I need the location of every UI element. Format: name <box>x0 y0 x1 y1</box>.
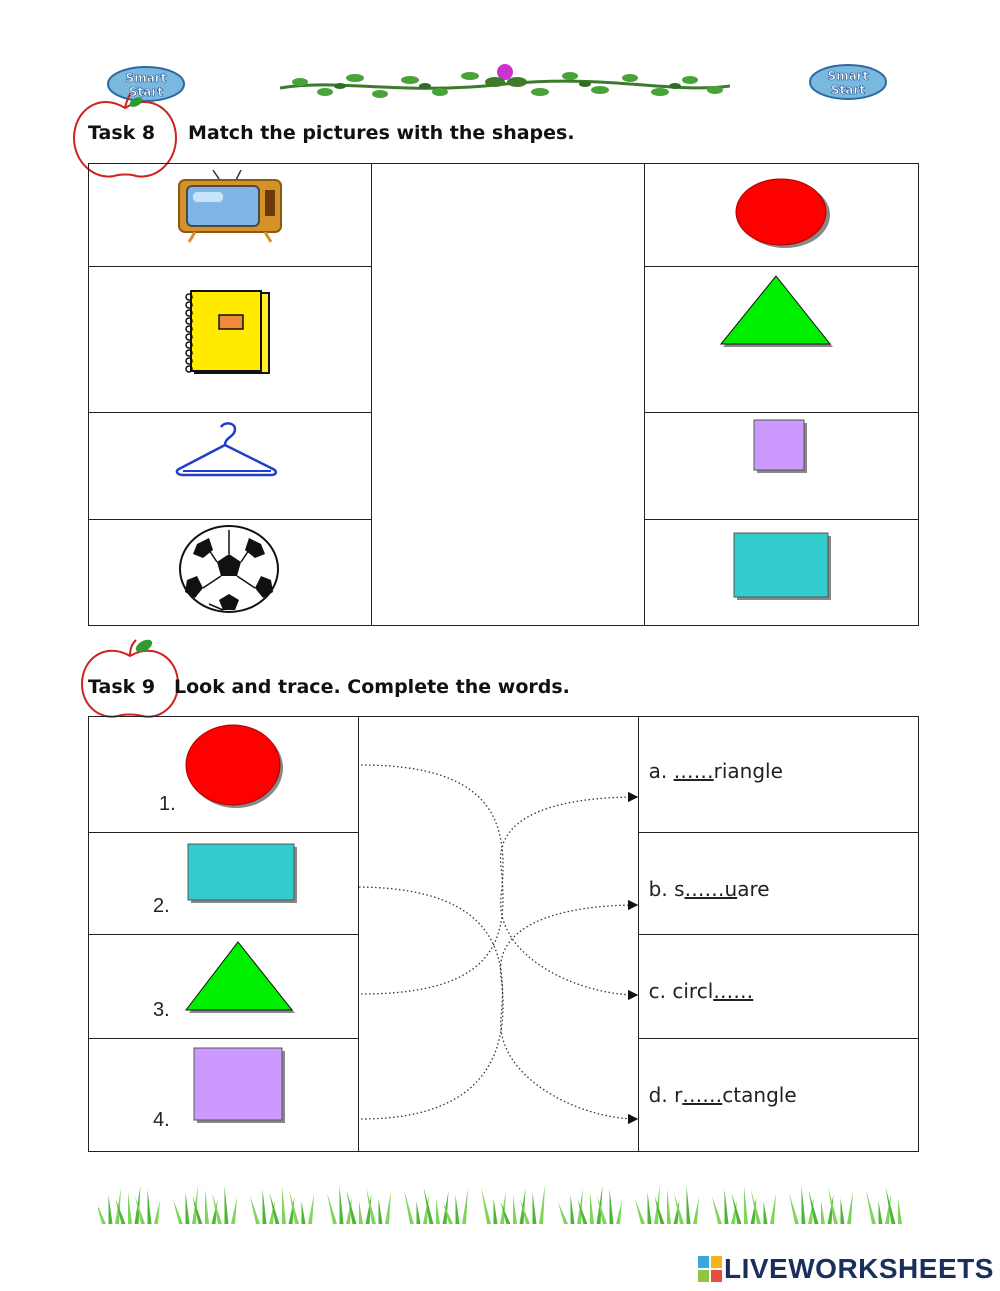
task8-shape-cell <box>644 412 919 520</box>
grass-tuft <box>635 1185 699 1224</box>
word-blank[interactable]: …… <box>713 979 754 1003</box>
task8-label: Task 8 <box>88 122 156 144</box>
row-number: 1. <box>159 793 176 815</box>
grass-tuft <box>404 1187 468 1224</box>
grass-tuft <box>712 1186 776 1224</box>
grass-tuft <box>96 1185 160 1224</box>
rectangle-shape <box>733 532 833 606</box>
tracing-lines <box>355 717 641 1156</box>
task9-shape-cell: 3. <box>87 934 360 1039</box>
word-item[interactable]: b. s……uare <box>649 877 770 901</box>
task8-shape-cell <box>644 266 919 413</box>
word-suffix: riangle <box>713 759 783 783</box>
square-shape <box>193 1047 287 1127</box>
task9-shape-cell: 2. <box>87 832 360 935</box>
triangle-shape <box>184 941 297 1019</box>
word-suffix: are <box>737 877 770 901</box>
grass-tuft <box>173 1185 237 1224</box>
task9-label: Task 9 <box>88 676 156 698</box>
grass-decoration <box>96 1176 930 1230</box>
circle-shape <box>185 723 285 813</box>
liveworksheets-logo-tile <box>698 1256 722 1286</box>
task8-picture-cell <box>88 266 372 413</box>
grass-tuft <box>866 1187 930 1224</box>
task9-tracing-area[interactable] <box>355 716 639 1152</box>
word-blank[interactable]: …… <box>673 759 714 783</box>
task8-picture-cell <box>88 163 372 267</box>
word-prefix: b. s <box>648 877 685 901</box>
task9-instruction: Look and trace. Complete the words. <box>174 676 570 698</box>
word-item[interactable]: c. circl…… <box>649 979 754 1003</box>
svg-text:Start: Start <box>129 85 163 99</box>
vine-decoration <box>279 60 731 112</box>
tv-icon <box>177 169 283 248</box>
grass-tuft <box>789 1186 853 1224</box>
task8-picture-cell <box>88 519 372 626</box>
task9-word-cell: b. s……uare <box>637 832 920 935</box>
task8-matching-area[interactable] <box>370 163 646 626</box>
task8-shape-cell <box>644 519 919 626</box>
apple-icon <box>78 636 182 726</box>
notebook-icon <box>183 287 273 381</box>
task9-shape-cell: 4. <box>87 1038 360 1152</box>
grass-tuft <box>327 1186 391 1224</box>
task8-table <box>88 163 919 626</box>
task9-word-cell: d. r……ctangle <box>637 1038 920 1152</box>
task8-shape-cell <box>644 163 919 267</box>
task9-word-cell: a. ……riangle <box>637 716 920 833</box>
liveworksheets-brand[interactable]: LIVEWORKSHEETS <box>724 1253 994 1284</box>
word-prefix: a. <box>648 759 674 783</box>
smart-start-logo-right: Smart Start <box>808 62 888 102</box>
hanger-icon <box>175 421 279 483</box>
task9-shape-cell: 1. <box>87 716 360 833</box>
smart-start-logo-left: Smart Start <box>106 64 186 104</box>
word-prefix: c. circl <box>648 979 714 1003</box>
grass-tuft <box>558 1185 622 1224</box>
triangle-shape <box>719 273 839 353</box>
svg-text:Smart: Smart <box>828 69 869 83</box>
square-shape <box>753 419 809 479</box>
grass-tuft <box>250 1186 314 1224</box>
task8-picture-cell <box>88 412 372 520</box>
word-item[interactable]: a. ……riangle <box>649 759 783 783</box>
rectangle-shape <box>187 843 299 909</box>
grass-tuft <box>481 1185 545 1224</box>
word-blank[interactable]: …… <box>682 1083 723 1107</box>
row-number: 4. <box>153 1109 170 1131</box>
word-prefix: d. r <box>648 1083 683 1107</box>
task8-instruction: Match the pictures with the shapes. <box>188 122 575 144</box>
row-number: 3. <box>153 999 170 1021</box>
svg-text:Start: Start <box>831 83 865 97</box>
task9-word-cell: c. circl…… <box>637 934 920 1039</box>
task9-table: 1. a. <box>87 716 920 1152</box>
word-suffix: ctangle <box>722 1083 797 1107</box>
word-item[interactable]: d. r……ctangle <box>649 1083 797 1107</box>
word-blank[interactable]: ……u <box>684 877 738 901</box>
soccer-ball-icon <box>179 524 279 618</box>
row-number: 2. <box>153 895 170 917</box>
svg-text:Smart: Smart <box>126 71 167 85</box>
circle-shape <box>735 176 831 254</box>
